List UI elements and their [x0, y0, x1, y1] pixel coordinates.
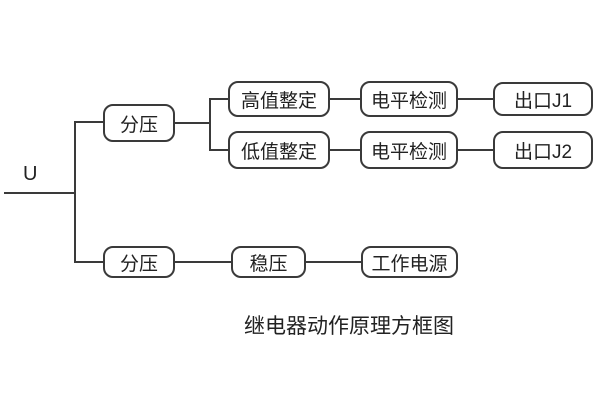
node-voltage-regulator: 稳压	[231, 246, 306, 278]
node-level-detection-1: 电平检测	[360, 81, 458, 117]
diagram-caption: 继电器动作原理方框图	[244, 315, 454, 338]
node-voltage-divider-bottom: 分压	[103, 246, 175, 278]
wire-split-to-dizhi	[210, 149, 228, 151]
wire-dianping1-to-chukou1	[458, 98, 493, 100]
wire-branch-top	[75, 121, 103, 123]
node-high-value-setting: 高值整定	[228, 81, 330, 117]
wire-trunk-vertical	[74, 121, 76, 263]
node-low-value-setting: 低值整定	[228, 131, 330, 169]
node-output-j2: 出口J2	[493, 131, 593, 169]
wire-dizhi-to-dianping2	[330, 149, 360, 151]
wire-fenya-to-split	[175, 122, 211, 124]
node-level-detection-2: 电平检测	[360, 131, 458, 169]
wire-split-to-gaozhi	[210, 98, 228, 100]
wire-gaozhi-to-dianping1	[330, 98, 360, 100]
node-voltage-divider-top: 分压	[103, 104, 175, 142]
wire-wenya-to-gongzuo	[306, 261, 361, 263]
wire-branch-bottom	[75, 261, 103, 263]
input-voltage-label: U	[23, 163, 38, 185]
wire-input	[4, 192, 75, 194]
node-working-power: 工作电源	[361, 246, 458, 278]
wire-dianping2-to-chukou2	[458, 149, 493, 151]
wire-fenya-to-wenya	[175, 261, 231, 263]
node-output-j1: 出口J1	[493, 82, 593, 116]
wire-split-vertical	[209, 98, 211, 151]
